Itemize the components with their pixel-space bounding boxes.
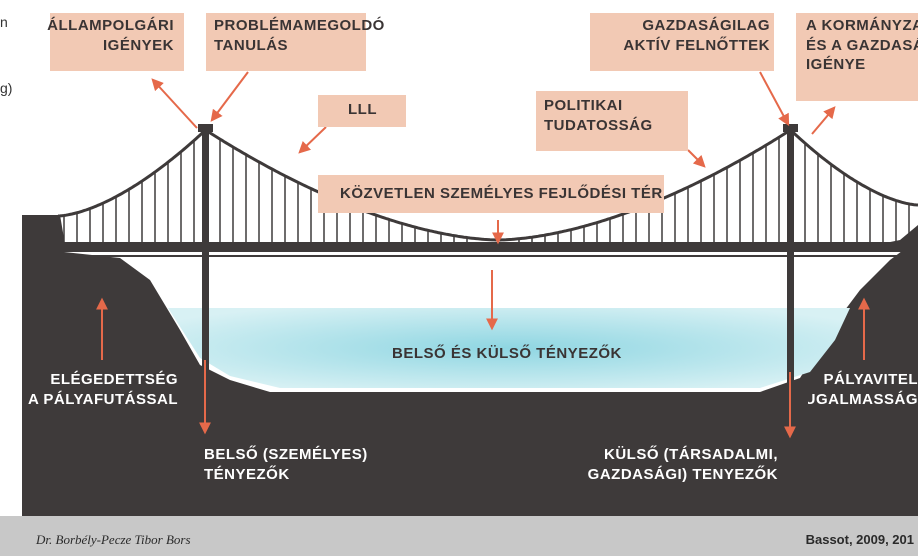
arrow-political xyxy=(687,149,706,168)
label-right-cliff: PÁLYAVITELRUGALMASSÁG xyxy=(808,370,918,409)
left-tower-cap xyxy=(198,124,213,132)
margin-fragment-2: g) xyxy=(0,80,13,96)
label-box-problem-solving xyxy=(206,13,366,71)
arrow-problem-solving xyxy=(210,71,249,122)
label-center: KÖZVETLEN SZEMÉLYES FEJLŐDÉSI TÉR xyxy=(340,185,663,202)
water xyxy=(168,308,850,388)
label-outer-factors: KÜLSŐ (TÁRSADALMI,GAZDASÁGI) TENYEZŐK xyxy=(587,446,778,483)
label-inner-factors: BELSŐ (SZEMÉLYES)TÉNYEZŐK xyxy=(204,446,368,483)
author-credit: Dr. Borbély-Pecze Tibor Bors xyxy=(36,532,191,547)
margin-fragment-1: n xyxy=(0,14,8,30)
label-box-citizen-needs xyxy=(50,13,184,71)
label-box-center xyxy=(318,175,664,213)
label-right-cliff-text: PÁLYAVITELRUGALMASSÁG xyxy=(808,371,918,408)
suspenders xyxy=(63,137,910,242)
label-box-government xyxy=(796,13,918,101)
footer-bar xyxy=(0,516,918,556)
label-box-lll xyxy=(318,95,406,127)
arrow-lll xyxy=(298,126,327,154)
bridge-deck xyxy=(58,242,918,252)
left-tower xyxy=(202,128,209,516)
label-box-political xyxy=(536,91,688,151)
arrow-government xyxy=(811,106,836,135)
arrow-active-adults xyxy=(759,71,790,127)
right-tower xyxy=(787,128,794,516)
source-citation: Bassot, 2009, 201 xyxy=(805,532,914,547)
label-water: BELSŐ ÉS KÜLSŐ TÉNYEZŐK xyxy=(392,345,622,362)
right-tower-cap xyxy=(783,124,798,132)
main-cable xyxy=(57,128,918,242)
label-box-active-adults xyxy=(590,13,774,71)
label-lll: LLL xyxy=(348,101,377,118)
arrow-citizen-needs xyxy=(151,78,198,129)
